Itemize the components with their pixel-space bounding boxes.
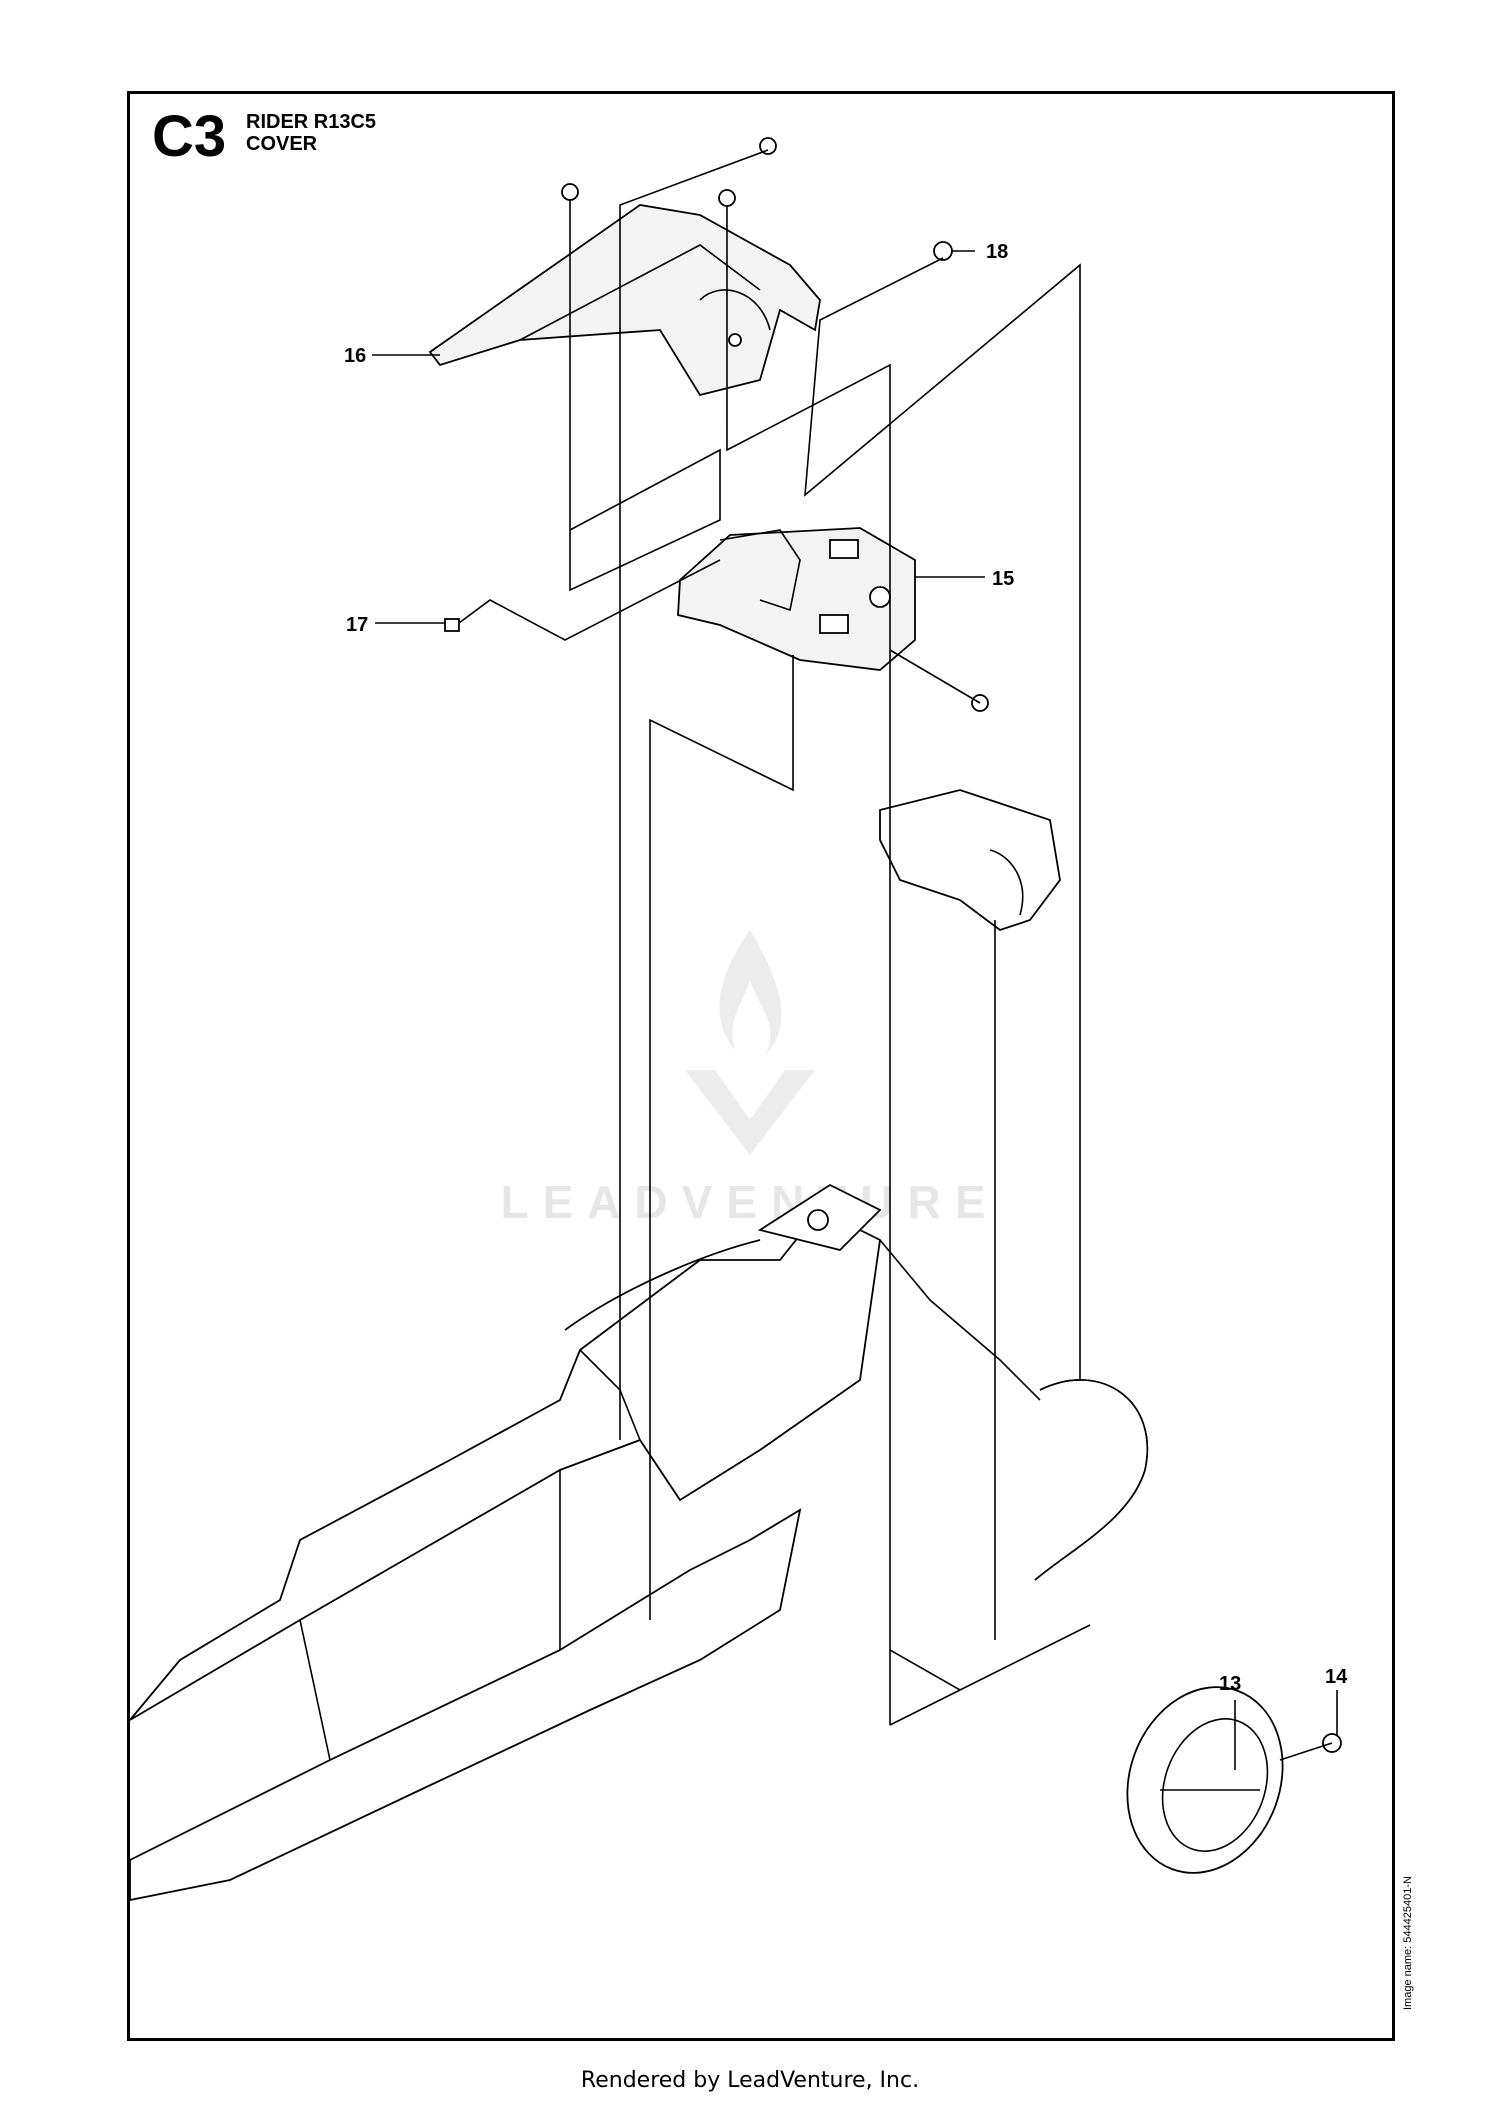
part-15-console-cover[interactable]	[677, 527, 916, 671]
diagram-frame	[127, 91, 1395, 2041]
part-18-nut[interactable]	[933, 241, 953, 261]
screw-top-mid[interactable]	[718, 189, 736, 207]
callout-16[interactable]: 16	[344, 345, 366, 367]
screw-top-left[interactable]	[561, 183, 579, 201]
section-code: C3	[152, 104, 227, 169]
model-title: RIDER R13C5	[246, 111, 377, 133]
callout-17[interactable]: 17	[346, 614, 368, 636]
callout-15[interactable]: 15	[992, 568, 1014, 590]
footer-credit: Rendered by LeadVenture, Inc.	[580, 2068, 920, 2093]
chassis-frame	[129, 1183, 1041, 1902]
callout-18[interactable]: 18	[986, 241, 1008, 263]
leader-lines	[372, 149, 1338, 1770]
section-title: COVER	[246, 133, 318, 155]
part-17-clip[interactable]	[444, 618, 460, 632]
part-13-hub-cover[interactable]	[1102, 1665, 1308, 1895]
screw-top-right[interactable]	[759, 137, 777, 155]
image-name-label: Image name: 544425401-N	[1402, 1876, 1414, 2010]
callout-13[interactable]: 13	[1219, 1673, 1241, 1695]
part-16-upper-cover[interactable]	[428, 204, 821, 397]
callout-14[interactable]: 14	[1325, 1666, 1348, 1688]
watermark: LEADVENTURE	[460, 910, 1040, 1229]
watermark-logo	[685, 930, 815, 1155]
steering-bracket[interactable]	[879, 789, 1061, 932]
handle-tube	[564, 1239, 1148, 1581]
watermark-text: LEADVENTURE	[500, 1176, 1000, 1228]
